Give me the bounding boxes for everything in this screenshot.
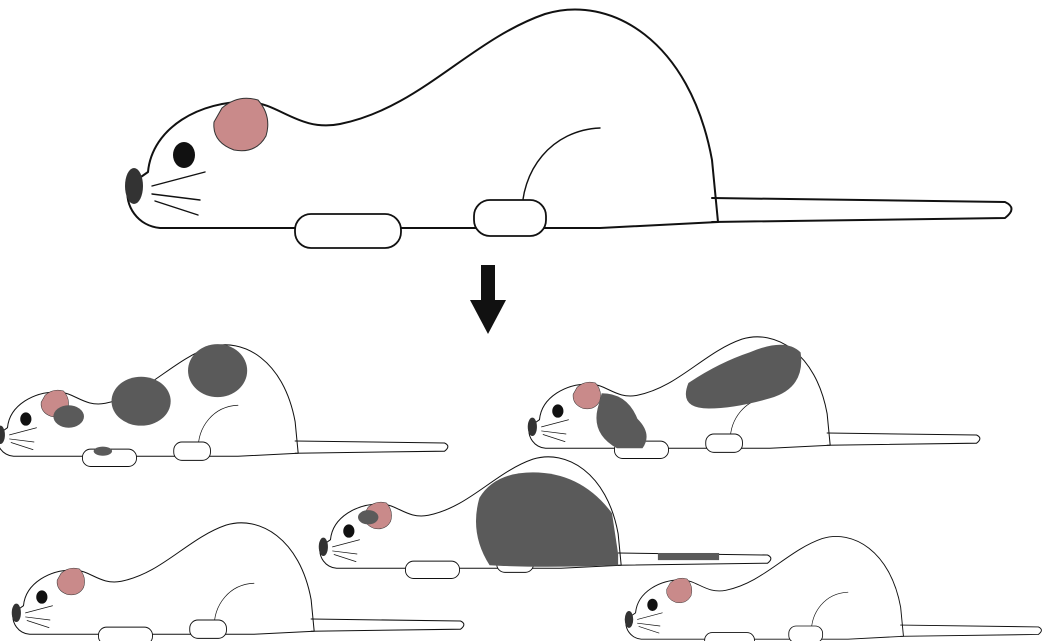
offspring-mouse-2 xyxy=(528,337,980,459)
albino-parent-mouse xyxy=(125,9,1012,248)
offspring-mouse-1 xyxy=(0,344,448,466)
offspring-mouse-4 xyxy=(12,523,464,641)
offspring-mouse-5 xyxy=(625,536,1042,641)
offspring-mouse-3 xyxy=(319,457,771,579)
down-arrow-icon xyxy=(470,265,506,334)
